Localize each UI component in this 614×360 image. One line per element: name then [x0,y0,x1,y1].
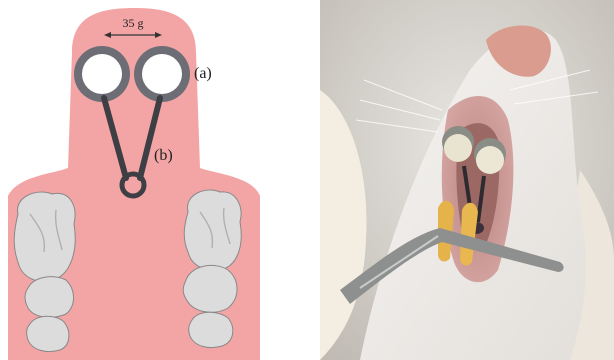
schematic-diagram: 35 g (a) (b) [0,0,300,360]
photo-left-incisor [444,134,472,162]
photo-svg [320,0,614,360]
clinical-photo [320,0,614,360]
label-a: (a) [194,65,212,82]
left-incisor [82,54,122,94]
photo-right-incisor [476,146,504,174]
left-molar-3 [27,316,69,351]
left-molar-1 [14,192,75,281]
force-label: 35 g [123,16,144,30]
diagram-svg: 35 g (a) (b) [0,0,300,360]
left-molar-2 [25,277,74,318]
right-molar-3 [189,312,233,347]
right-molar-2 [183,265,237,312]
label-b: (b) [154,147,173,164]
right-incisor [142,54,182,94]
right-molar-1 [184,190,241,270]
